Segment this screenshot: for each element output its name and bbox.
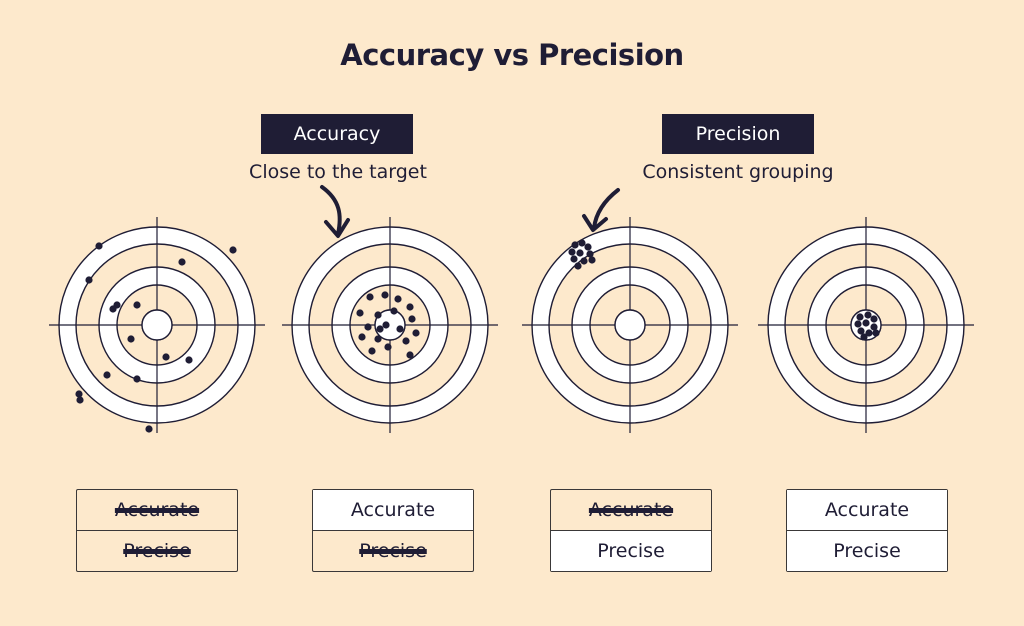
accurate-text: Accurate [588,498,674,521]
shot-dot [865,329,873,337]
shot-dot [229,246,237,254]
shot-dot [402,337,410,345]
shot-dot [356,309,364,317]
shot-dot [364,323,372,331]
shot-dot [85,276,93,284]
shot-dot [390,307,398,315]
shot-dot [860,333,868,341]
shot-dot [570,255,578,263]
precise-label: Precise [77,531,237,572]
shot-dot [368,347,376,355]
accurate-text: Accurate [350,498,436,521]
shot-dot [872,329,880,337]
shot-dot [75,390,83,398]
shot-dot [109,305,117,313]
accurate-label: Accurate [787,490,947,531]
bullseye [141,309,173,341]
shot-dot [358,333,366,341]
shot-dot [864,311,872,319]
shot-dot [382,321,390,329]
page-title: Accuracy vs Precision [340,38,684,72]
precise-text: Precise [123,539,191,562]
shot-dot [588,256,596,264]
accuracy-caption: Close to the target [249,161,427,183]
shot-dot [374,311,382,319]
shot-dot [133,301,141,309]
arrow-head-icon [324,218,350,238]
shot-dot [384,343,392,351]
shot-dot [568,248,576,256]
accurate-label: Accurate [551,490,711,531]
shot-dot [145,425,153,433]
shot-dot [571,241,579,249]
precise-text: Precise [597,539,665,562]
shot-dot [862,319,870,327]
accurate-label: Accurate [313,490,473,531]
shot-dot [76,396,84,404]
shot-dot [103,371,111,379]
shot-dot [578,239,586,247]
shot-dot [376,325,384,333]
shot-dot [406,351,414,359]
shot-dot [870,315,878,323]
shot-dot [412,329,420,337]
shot-dot [870,323,878,331]
shot-dot [133,375,141,383]
precise-label: Precise [787,530,947,571]
shot-dot [396,325,404,333]
shot-dot [584,243,592,251]
accuracy-tag: Accuracy [261,114,413,154]
accurate-text: Accurate [824,498,910,521]
precise-text: Precise [359,539,427,562]
precision-tag: Precision [662,114,814,154]
precise-label: Precise [551,530,711,571]
shot-dot [857,327,865,335]
accurate-label: Accurate [77,490,237,531]
shot-dot [406,303,414,311]
bullseye [614,309,646,341]
shot-dot [586,250,594,258]
shot-dot [374,335,382,343]
precision-caption: Consistent grouping [642,161,834,183]
shot-dot [366,293,374,301]
precise-label: Precise [313,531,473,572]
shot-dot [95,242,103,250]
bullseye [374,309,406,341]
shot-dot [185,356,193,364]
shot-dot [576,249,584,257]
precise-text: Precise [833,539,901,562]
shot-dot [394,295,402,303]
arrow-icon [320,185,342,236]
shot-dot [381,291,389,299]
shot-dot [408,315,416,323]
shot-dot [574,262,582,270]
shot-dot [127,335,135,343]
arrow-icon [592,188,620,230]
arrow-head-icon [582,214,608,232]
accurate-text: Accurate [114,498,200,521]
shot-dot [162,353,170,361]
shot-dot [854,320,862,328]
shot-dot [178,258,186,266]
shot-dot [856,313,864,321]
shot-dot [580,257,588,265]
